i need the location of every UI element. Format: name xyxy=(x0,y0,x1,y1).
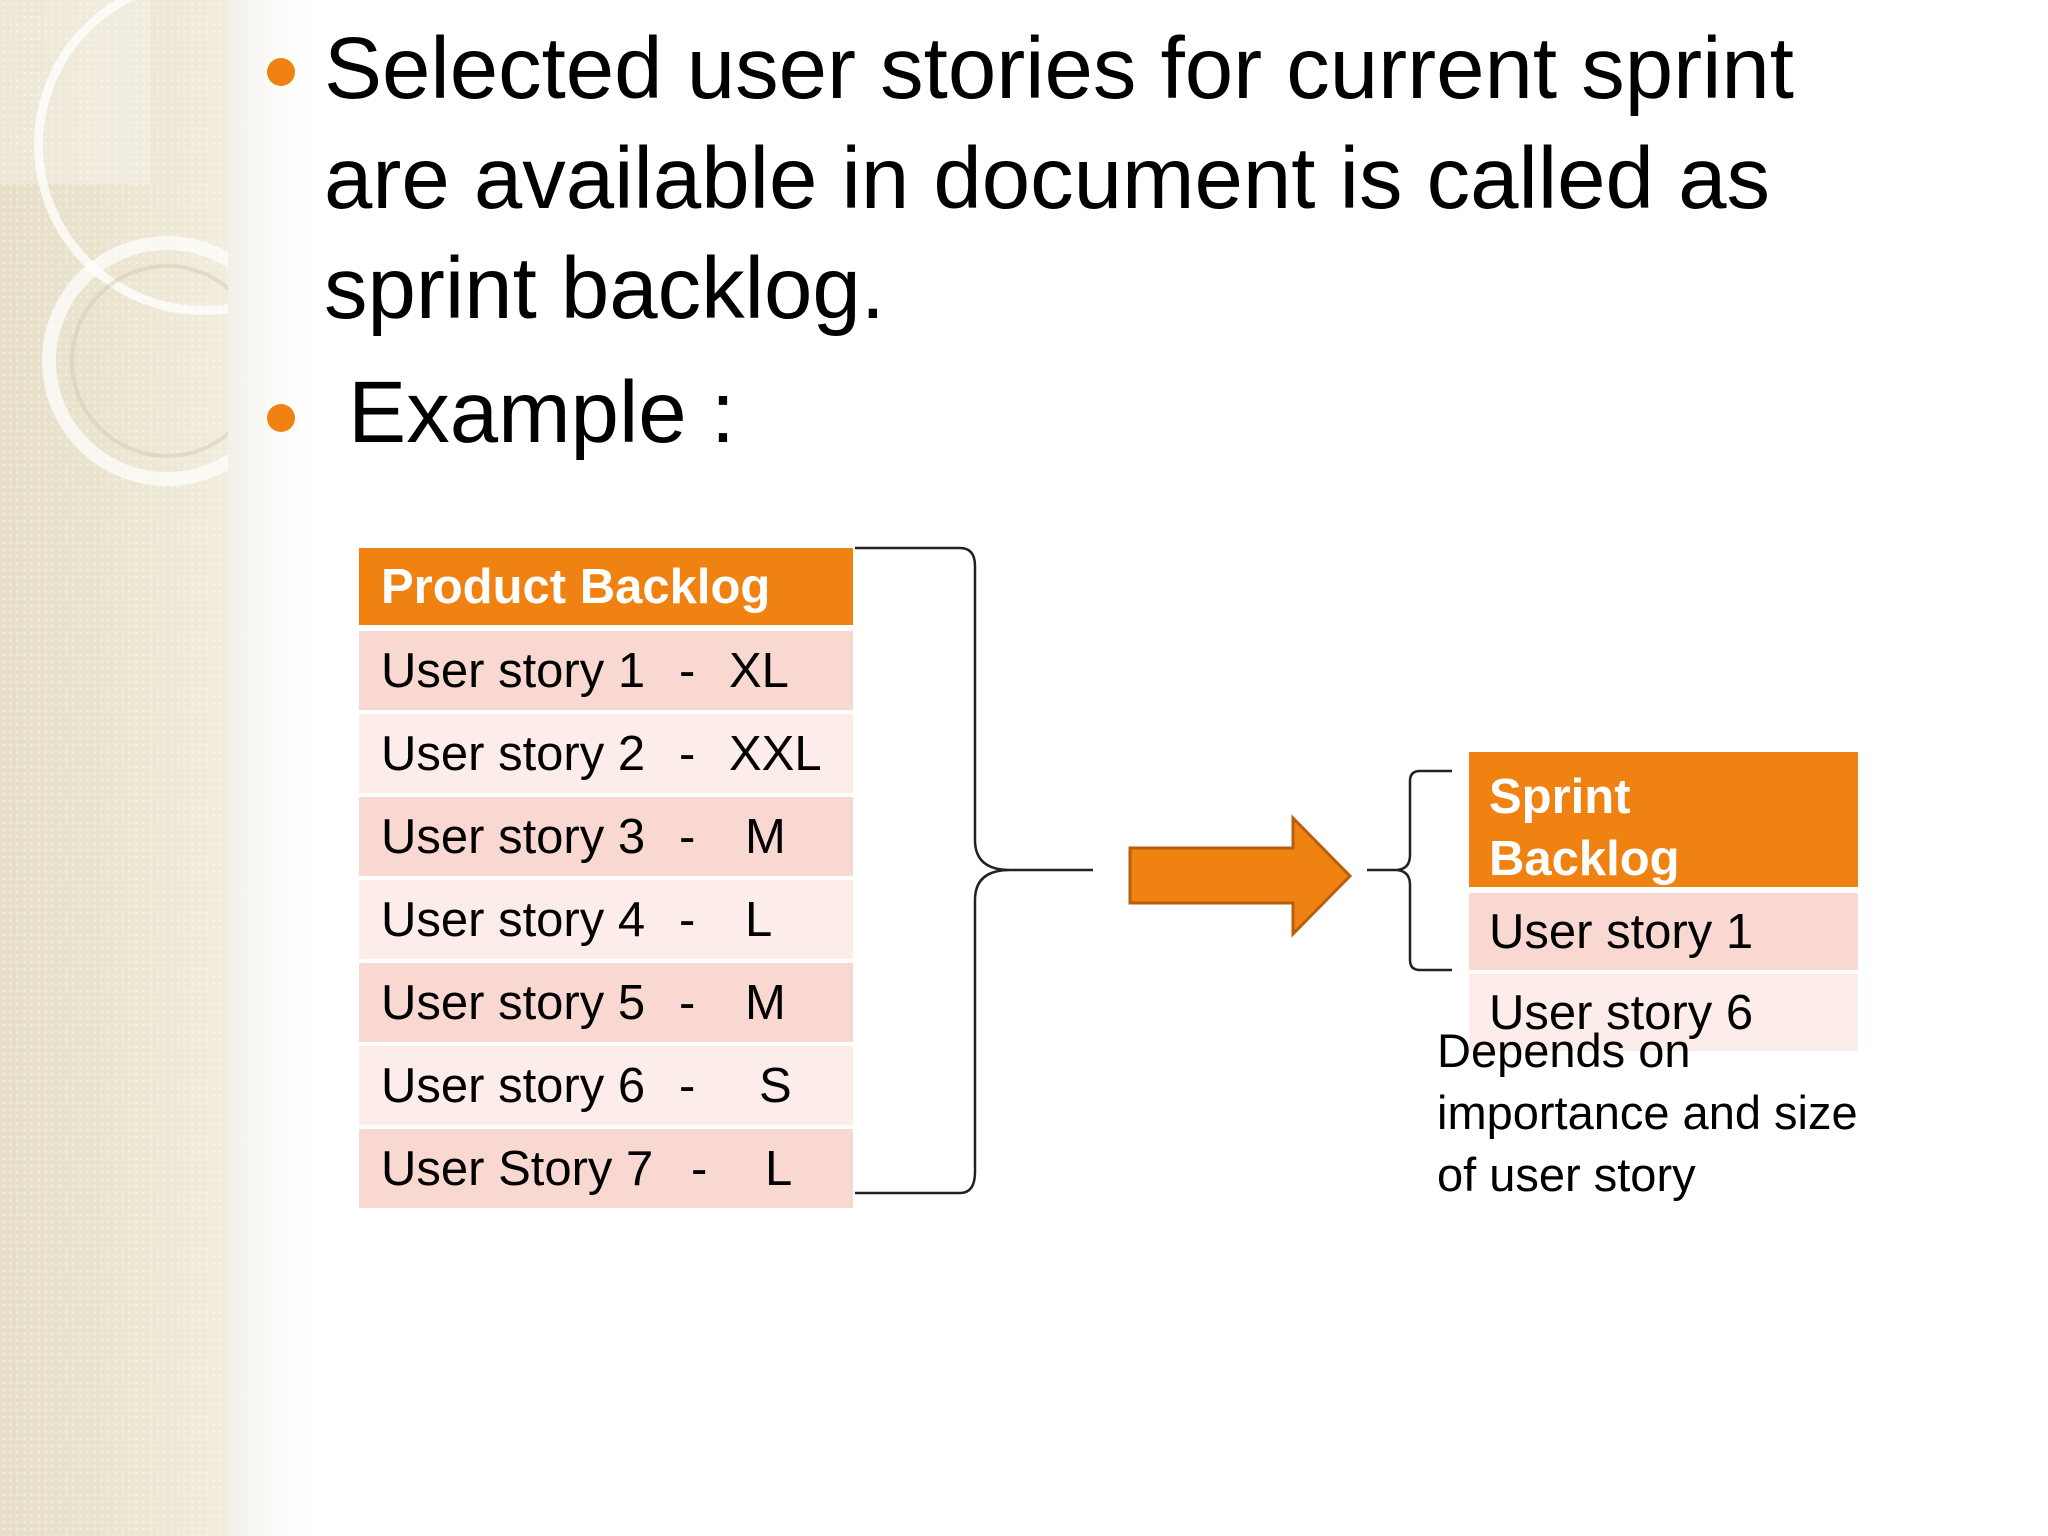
separator-dash: - xyxy=(679,726,696,781)
right-arrow-icon xyxy=(1128,814,1353,938)
story-name: User story 3 xyxy=(381,809,646,864)
story-size: XL xyxy=(729,643,789,698)
bullet-point-icon xyxy=(267,58,295,86)
story-size: XXL xyxy=(729,726,822,781)
story-size: L xyxy=(745,892,773,947)
story-name: User Story 7 xyxy=(381,1141,654,1196)
sprint-backlog-title-line: Sprint xyxy=(1489,770,1631,824)
separator-dash: - xyxy=(679,643,696,698)
table-row: User story 5 - M xyxy=(359,963,853,1042)
product-backlog-title: Product Backlog xyxy=(381,559,771,614)
separator-dash: - xyxy=(691,1141,708,1196)
story-name: User story 4 xyxy=(381,892,646,947)
product-backlog-header: Product Backlog xyxy=(359,548,853,625)
table-row: User story 3 - M xyxy=(359,797,853,876)
bullet-text-line: Example : xyxy=(324,364,735,461)
large-brace-icon xyxy=(855,546,1093,1195)
sprint-backlog-table: Sprint Backlog User story 1 User story 6 xyxy=(1469,752,1858,1055)
note-line: Depends on xyxy=(1437,1024,1691,1077)
sprint-backlog-header: Sprint Backlog xyxy=(1469,752,1858,887)
table-row: User story 1 - XL xyxy=(359,631,853,710)
decorative-side-panel xyxy=(0,0,228,1536)
story-name: User story 6 xyxy=(381,1058,646,1113)
decorative-ring-inner xyxy=(70,264,228,458)
bullet-text-line: Selected user stories for current sprint xyxy=(324,20,1794,117)
story-size: S xyxy=(759,1058,792,1113)
story-name: User story 6 xyxy=(1489,985,1754,1040)
note-line: importance and size xyxy=(1437,1086,1858,1139)
story-name: User story 1 xyxy=(1489,904,1754,959)
separator-dash: - xyxy=(679,892,696,947)
story-size: M xyxy=(745,975,786,1030)
table-row: User Story 7 - L xyxy=(359,1129,853,1208)
story-size: M xyxy=(745,809,786,864)
separator-dash: - xyxy=(679,809,696,864)
separator-dash: - xyxy=(679,1058,696,1113)
story-size: L xyxy=(765,1141,793,1196)
story-name: User story 5 xyxy=(381,975,646,1030)
bullet-text-line: are available in document is called as xyxy=(324,130,1770,227)
small-brace-icon xyxy=(1367,769,1452,972)
side-panel-fade xyxy=(228,0,318,1536)
note-line: of user story xyxy=(1437,1148,1696,1201)
table-row: User story 2 - XXL xyxy=(359,714,853,793)
story-name: User story 1 xyxy=(381,643,646,698)
sprint-backlog-title-line: Backlog xyxy=(1489,832,1680,886)
product-backlog-table: Product Backlog User story 1 - XL User s… xyxy=(359,548,853,1212)
table-row: User story 6 - S xyxy=(359,1046,853,1125)
table-row: User story 4 - L xyxy=(359,880,853,959)
separator-dash: - xyxy=(679,975,696,1030)
bullet-text-line: sprint backlog. xyxy=(324,240,885,337)
selection-note: Depends on importance and size of user s… xyxy=(1437,1020,1957,1206)
story-name: User story 2 xyxy=(381,726,646,781)
bullet-point-icon xyxy=(267,404,295,432)
table-row: User story 6 xyxy=(1469,974,1858,1051)
table-row: User story 1 xyxy=(1469,893,1858,970)
